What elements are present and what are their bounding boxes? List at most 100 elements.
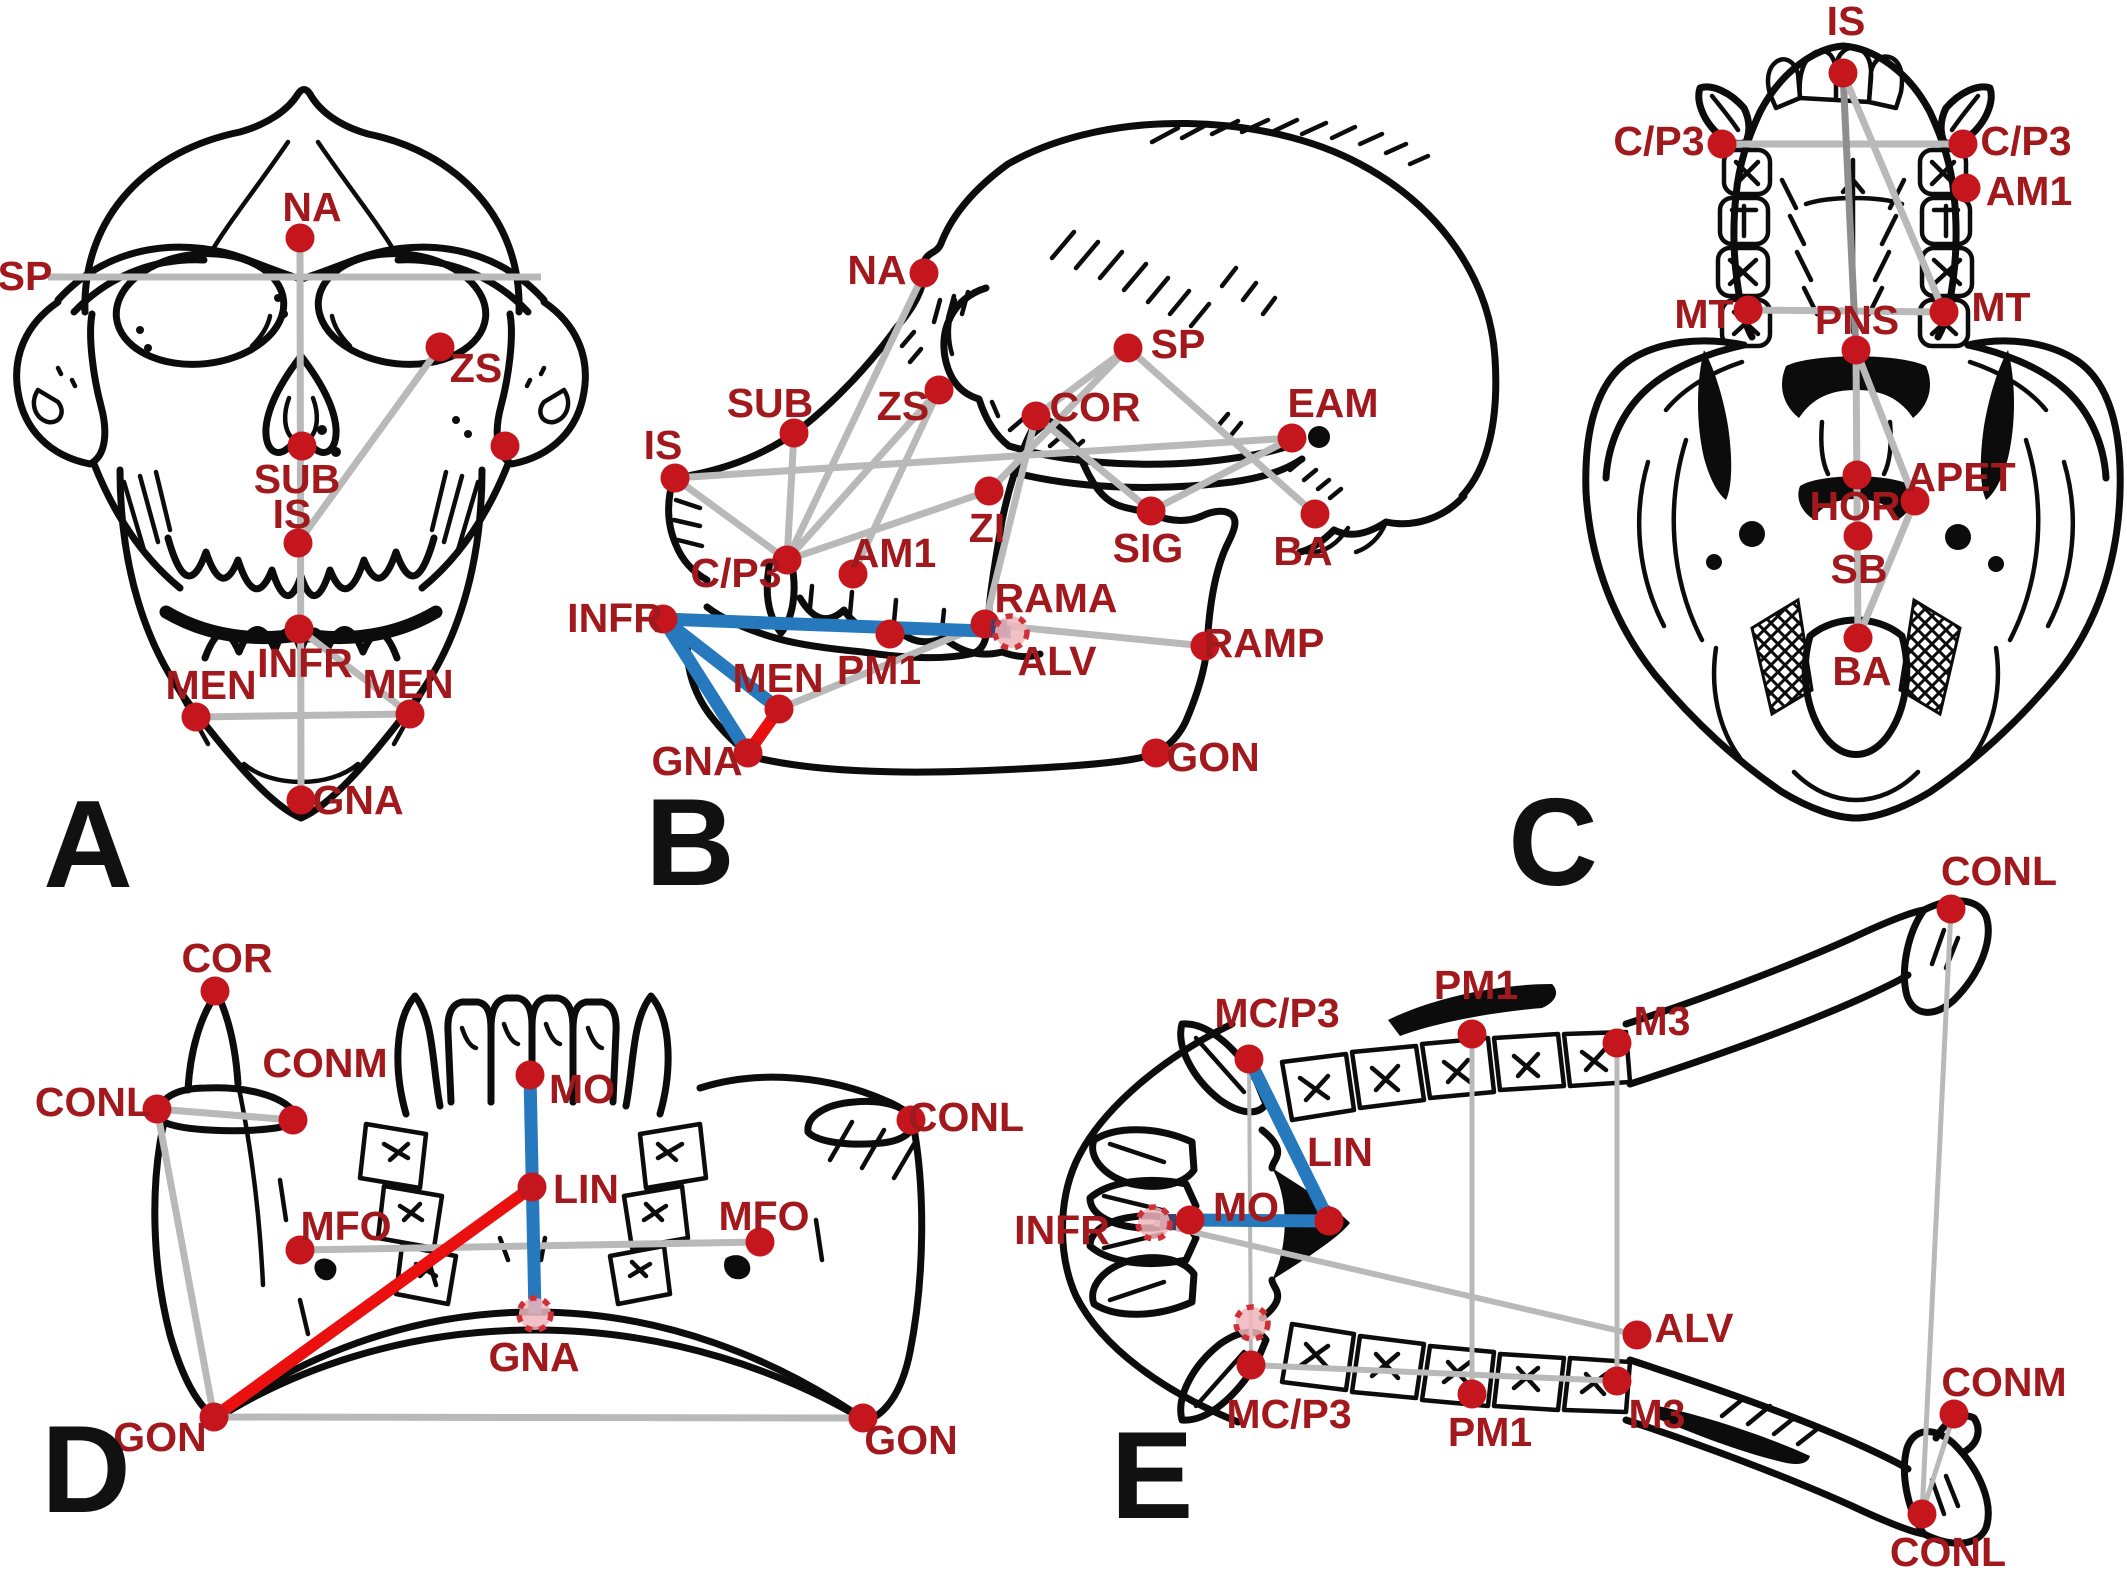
landmark-C-CP3L-dot: [1707, 129, 1737, 159]
panel-b-lateral-skull-drawing-art: [940, 284, 1013, 450]
landmark-B-MEN-dot: [764, 694, 794, 724]
panel-e-occlusal-mandible-drawing-art: [1622, 1356, 1928, 1538]
landmark-B-BA-dot: [1300, 499, 1330, 529]
landmark-B-ZS-dot: [924, 375, 954, 405]
panel-a-frontal-skull-drawing-art: [331, 447, 341, 457]
panel-d-posterior-mandible-drawing-art: [184, 989, 242, 1094]
landmark-markers-layer: [142, 58, 1981, 1529]
label-B-AM1: AM1: [850, 530, 937, 576]
panel-c-basal-skull-drawing-art: [1717, 195, 1771, 247]
edge-B-EAM-SIG: [1149, 434, 1294, 515]
edge-C-IS-PNS: [1839, 72, 1860, 351]
panel-a-frontal-skull-drawing-art: [144, 344, 152, 352]
landmark-E-MO-dot: [1175, 1205, 1205, 1235]
panel-b-lateral-skull-drawing-art: [1007, 415, 1086, 455]
landmark-B-COR-dot: [1021, 401, 1051, 431]
label-B-GNA: GNA: [651, 738, 742, 784]
label-C-BA: BA: [1832, 648, 1891, 694]
label-C-CP3R: C/P3: [1980, 118, 2071, 164]
panel-c-basal-skull-drawing-art: [1898, 597, 1962, 717]
panel-letter-D: D: [41, 1401, 131, 1539]
label-B-MEN: MEN: [732, 655, 823, 701]
landmark-E-M3B-dot: [1602, 1366, 1632, 1396]
label-C-SB: SB: [1831, 546, 1888, 592]
panel-d-posterior-mandible-drawing-art: [444, 998, 495, 1106]
label-C-MTR: MT: [1971, 284, 2030, 330]
edge-B-INFR-GNA: [657, 615, 754, 757]
panel-c-basal-skull-drawing-art: [1919, 245, 1975, 299]
landmark-A-NA-dot: [285, 223, 315, 253]
label-A-NA: NA: [282, 184, 341, 230]
landmark-A-GNA-dot: [286, 785, 316, 815]
label-B-INFR: INFR: [567, 595, 663, 641]
landmark-C-HOR-dot: [1842, 460, 1872, 490]
panel-d-posterior-mandible-drawing-art: [627, 1141, 685, 1279]
panel-a-frontal-skull-drawing-art: [249, 313, 353, 349]
edge-B-MEN-RAMA: [777, 620, 987, 713]
edge-B-SUB-CP3: [783, 432, 798, 561]
label-A-ZS: ZS: [450, 345, 502, 391]
panel-c-basal-skull-drawing-art: [1698, 350, 1732, 500]
edge-D-GONL-GONR: [213, 1413, 864, 1422]
landmark-D-COR-dot: [200, 976, 230, 1006]
label-D-CONLL: CONL: [35, 1079, 151, 1125]
landmark-B-ZI-dot: [974, 476, 1004, 506]
label-A-IS: IS: [273, 491, 312, 537]
label-C-MTL: MT: [1674, 291, 1733, 337]
edge-E-MCP3T-LIN: [1243, 1056, 1335, 1224]
panel-c-basal-skull-drawing-art: [1945, 524, 1971, 550]
panel-a-frontal-skull-drawing-art: [136, 326, 144, 334]
panel-c-basal-skull-drawing-art: [1709, 93, 1741, 133]
label-B-SIG: SIG: [1113, 525, 1184, 571]
panel-b-lateral-skull-drawing-art: [763, 558, 798, 637]
panel-b-lateral-skull-drawing-art: [796, 594, 1044, 661]
label-C-APET: APET: [1906, 454, 2015, 500]
panel-b-lateral-skull-drawing-art: [1303, 519, 1389, 555]
landmark-C-SB-dot: [1843, 521, 1873, 551]
edge-C-PNS-BA: [1852, 349, 1862, 639]
landmark-D-GONR-dot: [848, 1403, 878, 1433]
panel-d-posterior-mandible-drawing-art: [813, 1119, 917, 1263]
label-E-MO: MO: [1213, 1184, 1279, 1230]
panel-b-lateral-skull-drawing-art: [671, 497, 705, 549]
landmark-A-CHK-dot: [490, 431, 520, 461]
panel-c-basal-skull-drawing-art: [1756, 42, 1934, 116]
label-C-AM1: AM1: [1986, 168, 2073, 214]
landmark-D-MFOR-dot: [745, 1227, 775, 1257]
panel-c-basal-skull-drawing-art: [1917, 147, 1969, 197]
panel-e-occlusal-mandible-drawing-art: [1656, 1406, 1810, 1464]
landmark-A-MENR-dot: [395, 699, 425, 729]
landmark-C-IS-dot: [1828, 58, 1858, 88]
landmark-E-CONLB-dot: [1907, 1499, 1937, 1529]
label-B-CP3: C/P3: [690, 550, 781, 596]
edge-E-MCP3B-M3B: [1250, 1362, 1618, 1384]
panel-letter-B: B: [645, 774, 735, 912]
panel-e-occlusal-mandible-drawing-art: [1622, 906, 1928, 1028]
panel-b-lateral-skull-drawing-art: [1308, 426, 1330, 448]
edge-B-ZS-CP3: [784, 387, 942, 563]
panel-a-frontal-skull-drawing-art: [121, 469, 481, 553]
label-A-GNA: GNA: [312, 777, 403, 823]
label-A-MENL: MEN: [165, 662, 256, 708]
panel-a-frontal-skull-drawing-art: [81, 86, 523, 316]
landmark-C-AM1-dot: [1951, 173, 1981, 203]
panel-d-posterior-mandible-drawing-art: [622, 992, 672, 1118]
panel-a-frontal-skull-drawing-art: [116, 466, 486, 822]
panel-a-frontal-skull-drawing-art: [464, 430, 472, 438]
panel-e-occlusal-mandible-drawing-art: [1089, 1254, 1198, 1318]
landmark-E-MCP3B-dot: [1236, 1350, 1266, 1380]
panel-b-lateral-skull-drawing-art: [893, 120, 1500, 500]
panel-c-basal-skull-drawing-art: [1721, 147, 1773, 197]
edge-E-INFR-ALV: [1153, 1220, 1638, 1338]
edge-C-APET-BA: [1854, 499, 1919, 640]
panel-d-posterior-mandible-drawing-art: [151, 1118, 220, 1423]
panel-e-occlusal-mandible-drawing-art: [1388, 984, 1557, 1036]
panel-d-posterior-mandible-drawing-art: [314, 1258, 337, 1281]
label-C-PNS: PNS: [1815, 297, 1899, 343]
panel-a-frontal-skull-drawing-art: [493, 298, 589, 468]
landmark-E-CONLT-dot: [1936, 894, 1966, 924]
